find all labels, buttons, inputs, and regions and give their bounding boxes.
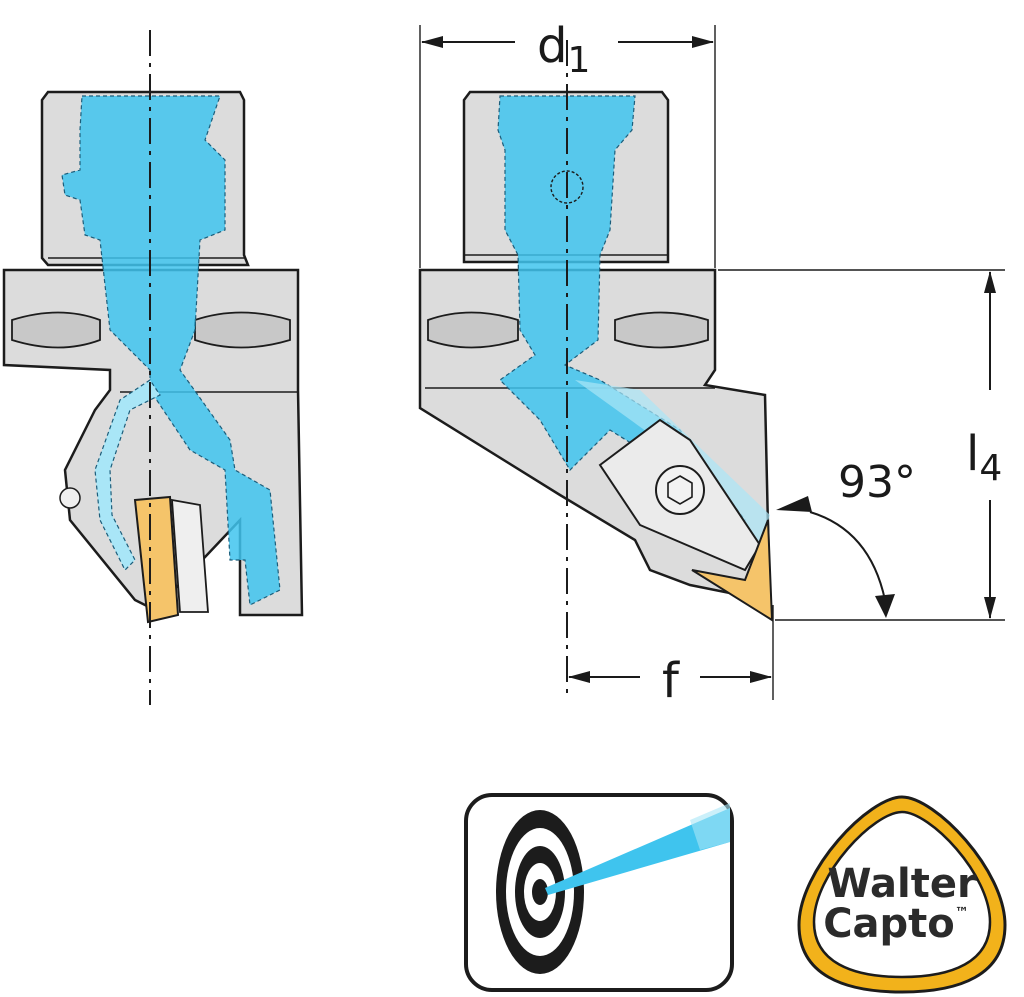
logo-line2: Capto xyxy=(823,901,955,947)
left-coolant-channel xyxy=(61,95,281,606)
logo-line1: Walter xyxy=(827,861,977,907)
dimension-d1: d1 xyxy=(419,18,716,268)
dimension-angle: 93° xyxy=(776,457,916,618)
d1-label-base: d xyxy=(537,18,567,74)
right-clamp-slot-2 xyxy=(614,311,709,349)
right-coolant-jet xyxy=(575,380,770,545)
d1-label-sub: 1 xyxy=(567,40,590,81)
left-coolant-branch xyxy=(94,379,161,572)
angle-label: 93° xyxy=(838,457,916,508)
coolant-jet-target-icon xyxy=(464,793,734,992)
walter-capto-logo: Walter Capto™ xyxy=(797,795,1007,994)
l4-label-sub: 4 xyxy=(979,448,1002,489)
right-clamp-screw xyxy=(655,465,705,515)
left-insert xyxy=(133,495,180,624)
f-label: f xyxy=(662,653,680,709)
right-clamp-slot-1 xyxy=(427,311,519,349)
hex-socket-icon xyxy=(667,475,693,505)
svg-text:Capto™: Capto™ xyxy=(823,901,969,947)
right-shank-bore xyxy=(550,170,584,204)
left-insert-seat xyxy=(171,498,209,613)
side-view-left xyxy=(2,30,304,705)
svg-text:l4: l4 xyxy=(966,426,1002,489)
left-flange-body xyxy=(2,268,304,617)
left-screw-head xyxy=(59,487,81,509)
left-clamp-slot-1 xyxy=(11,311,101,349)
dimension-f: f xyxy=(568,605,774,709)
left-clamp-slot-2 xyxy=(194,311,291,349)
logo-trademark: ™ xyxy=(955,905,969,921)
dimension-l4: l4 xyxy=(718,269,1005,621)
l4-label-base: l xyxy=(966,426,979,482)
svg-text:d1: d1 xyxy=(537,18,590,81)
right-insert xyxy=(691,519,774,622)
side-view-right xyxy=(418,40,774,700)
